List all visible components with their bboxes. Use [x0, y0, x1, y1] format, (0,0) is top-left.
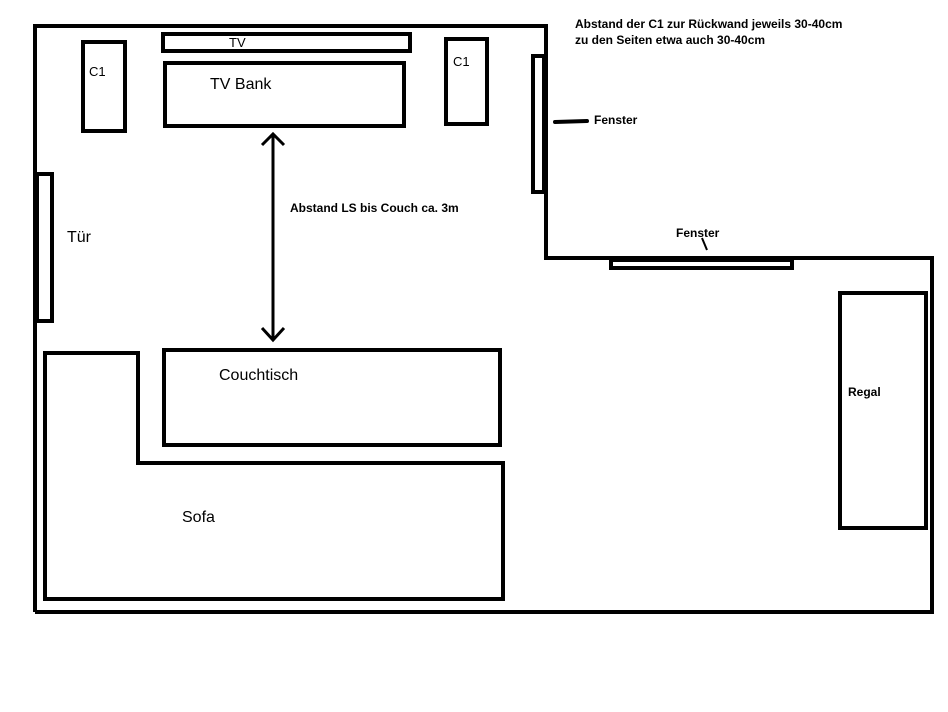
- shelf-label: Regal: [848, 385, 881, 399]
- door: [35, 172, 54, 323]
- arrow-head-top: [260, 131, 286, 147]
- note-line-2: zu den Seiten etwa auch 30-40cm: [575, 33, 766, 47]
- tv-bank-label: TV Bank: [210, 76, 272, 93]
- window-pointer-tick: [701, 237, 708, 251]
- window-bottom-label: Fenster: [676, 226, 720, 240]
- coffee-table-label: Couchtisch: [219, 367, 299, 384]
- distance-label: Abstand LS bis Couch ca. 3m: [290, 201, 459, 215]
- tv: [161, 32, 412, 53]
- c1-right-speaker: [444, 37, 489, 126]
- door-label: Tür: [67, 229, 91, 246]
- window-right-label: Fenster: [594, 113, 638, 127]
- window-pointer: [553, 119, 589, 124]
- shelf: [838, 291, 928, 530]
- sofa-label: Sofa: [182, 509, 215, 526]
- tv-bank: [163, 61, 406, 128]
- arrow-head-bottom: [260, 326, 286, 343]
- coffee-table: [162, 348, 502, 447]
- c1-left-speaker: [81, 40, 127, 133]
- c1-left-label: C1: [89, 64, 106, 79]
- window-bottom: [609, 258, 794, 270]
- sofa: [43, 351, 505, 601]
- c1-right-label: C1: [453, 54, 470, 69]
- room-walls: [33, 24, 934, 614]
- note-line-1: Abstand der C1 zur Rückwand jeweils 30-4…: [575, 17, 843, 31]
- window-right: [531, 54, 546, 194]
- tv-label: TV: [229, 35, 246, 50]
